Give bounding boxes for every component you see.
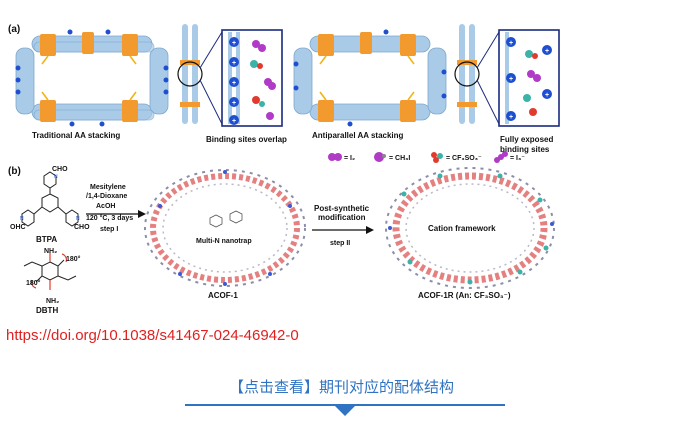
svg-text:N: N (54, 174, 58, 180)
view-ligand-structure-link[interactable]: 【点击查看】期刊对应的配体结构 (228, 378, 454, 396)
btpa-molecule-structure: N N N (20, 171, 80, 227)
dbth-label: DBTH (36, 306, 59, 315)
dbth-molecule-structure (23, 252, 77, 290)
condition-line-1: Mesitylene (90, 184, 126, 191)
fully-exposed-label-line1: Fully exposed (500, 135, 554, 144)
svg-text:+: + (545, 92, 549, 99)
svg-text:+: + (509, 114, 513, 121)
fully-exposed-label-line2: binding sites (500, 145, 550, 154)
svg-text:+: + (509, 76, 513, 83)
svg-text:+: + (232, 60, 236, 67)
svg-text:+: + (545, 48, 549, 55)
panel-a-letter: (a) (8, 24, 21, 35)
acof-1r-framework-illustration (385, 167, 555, 289)
svg-text:N: N (76, 216, 80, 222)
btpa-ohc-left: OHC (10, 224, 26, 231)
legend-cf3so3-label: = CF₃SO₃⁻ (446, 155, 482, 162)
dbth-nh2-bottom: NH₂ (46, 298, 60, 305)
svg-text:+: + (509, 40, 513, 47)
binding-sites-overlap-illustration: + + + + + (177, 24, 283, 127)
svg-text:+: + (232, 118, 236, 125)
svg-text:N: N (20, 216, 24, 222)
psm-label-line2: modification (318, 213, 366, 222)
step-one-arrow (86, 210, 146, 218)
acof-1-label: ACOF-1 (208, 291, 238, 300)
traditional-aa-stacking-illustration (15, 29, 169, 127)
fully-exposed-binding-sites-illustration: + + + + + (454, 24, 560, 127)
cta-triangle-icon (335, 406, 355, 416)
btpa-cho-top: CHO (52, 166, 68, 173)
dbth-nh2-top: NH₂ (44, 248, 58, 255)
svg-text:+: + (232, 40, 236, 47)
svg-text:+: + (232, 80, 236, 87)
legend-i2-icon (328, 153, 342, 161)
antiparallel-aa-stacking-illustration (293, 29, 447, 127)
step-two-arrow (312, 226, 374, 234)
antiparallel-aa-stacking-label: Antiparallel AA stacking (312, 131, 404, 140)
legend-cf3so3-icon (431, 152, 443, 163)
legend-i2-label: = I₂ (344, 155, 356, 162)
panel-b-letter: (b) (8, 166, 21, 177)
step-one-label: step I (100, 226, 119, 233)
condition-line-4: 120 °C, 3 days (86, 215, 134, 222)
legend-ch3i-label: = CH₃I (389, 155, 411, 162)
legend-i3-label: = I₃⁻ (510, 155, 525, 162)
step-two-label: step II (330, 240, 351, 247)
btpa-label: BTPA (36, 235, 58, 244)
btpa-cho-right: CHO (74, 224, 90, 231)
doi-link[interactable]: https://doi.org/10.1038/s41467-024-46942… (6, 327, 299, 344)
acof-1r-label: ACOF-1R (An: CF₃SO₃⁻) (418, 291, 511, 300)
condition-line-2: /1,4-Dioxane (86, 193, 128, 200)
legend-i3-icon (494, 151, 508, 163)
svg-text:+: + (232, 100, 236, 107)
cation-framework-label: Cation framework (428, 224, 496, 233)
binding-sites-overlap-label: Binding sites overlap (206, 135, 287, 144)
multi-n-nanotrap-label: Multi-N nanotrap (196, 238, 252, 245)
dbth-angle-top: 180° (66, 256, 81, 263)
cta-underline (185, 404, 505, 406)
psm-label-line1: Post-synthetic (314, 204, 370, 213)
dbth-angle-bottom: 180° (26, 280, 41, 287)
condition-line-3: AcOH (96, 203, 116, 210)
legend-ch3i-icon (374, 152, 386, 162)
acof-1-framework-illustration (144, 169, 306, 287)
traditional-aa-stacking-label: Traditional AA stacking (32, 131, 121, 140)
